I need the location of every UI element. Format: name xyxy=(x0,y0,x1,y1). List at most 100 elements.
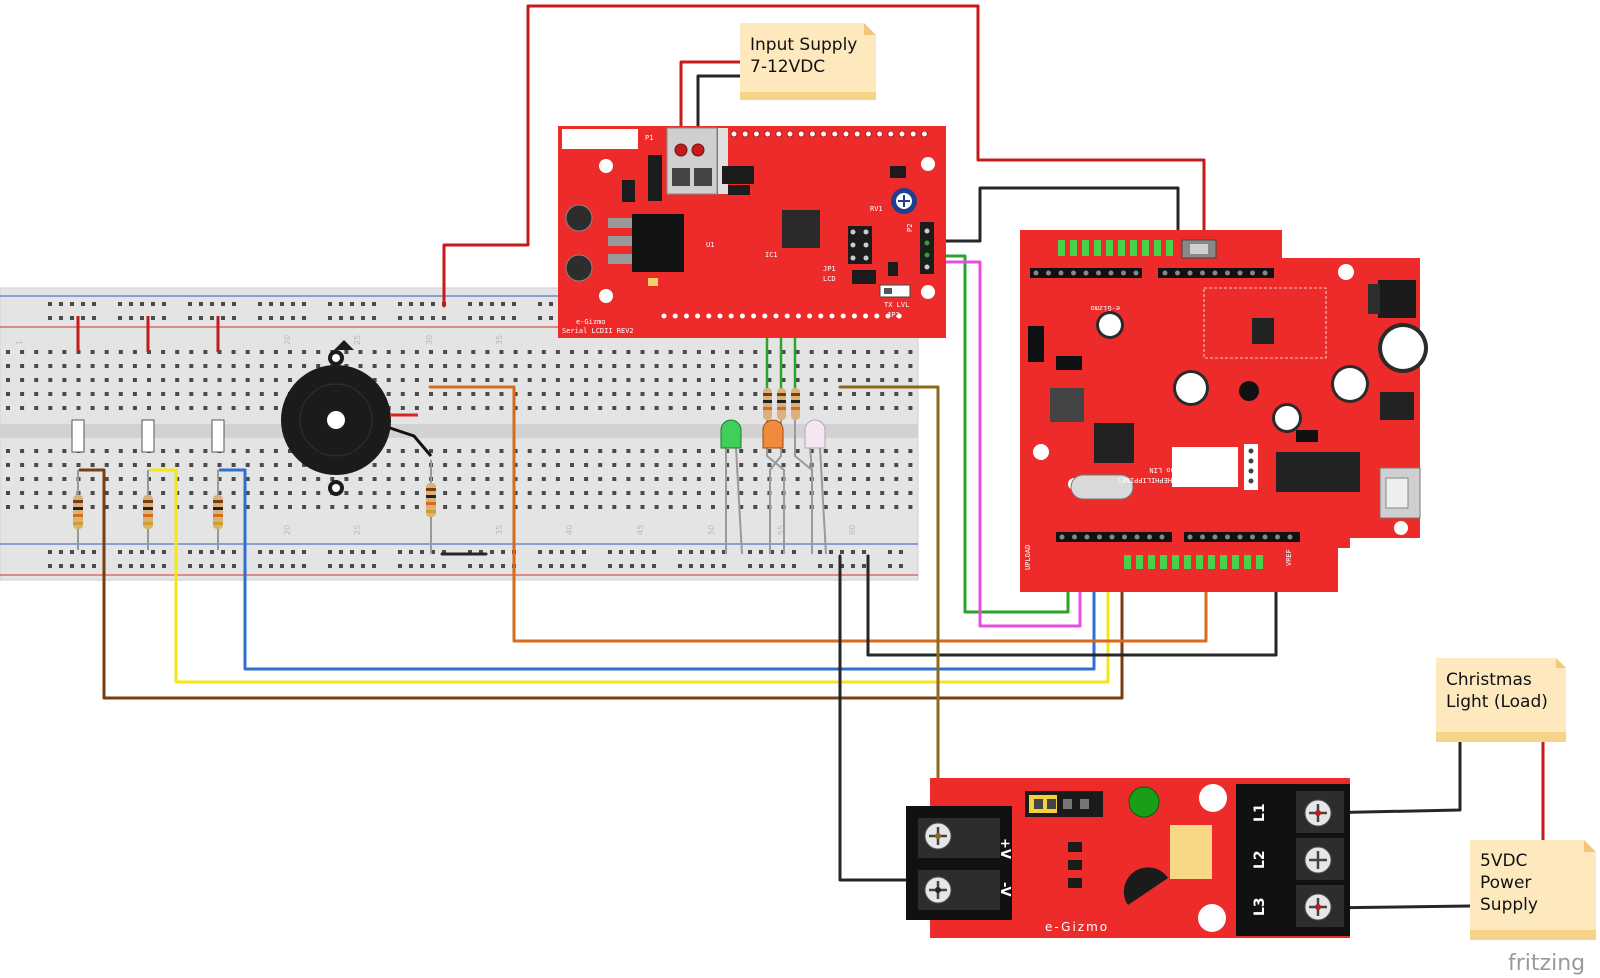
rail-hole xyxy=(501,564,505,568)
breadboard-hole xyxy=(386,463,391,467)
breadboard-hole xyxy=(908,350,913,354)
breadboard-hole xyxy=(696,364,701,368)
breadboard-hole xyxy=(527,449,532,453)
label-ic1: IC1 xyxy=(765,251,778,259)
col-num: 20 xyxy=(283,335,292,345)
wire-magenta-rx xyxy=(928,260,1082,628)
breadboard-hole xyxy=(598,463,603,467)
header-pin xyxy=(741,130,749,138)
breadboard-hole xyxy=(457,463,462,467)
rail-hole xyxy=(302,550,306,554)
breadboard-hole xyxy=(499,350,504,354)
breadboard-hole xyxy=(584,350,589,354)
breadboard-hole xyxy=(584,406,589,410)
breadboard-hole xyxy=(147,392,151,396)
breadboard-hole xyxy=(682,491,687,495)
breadboard-hole xyxy=(259,477,264,481)
breadboard-hole xyxy=(555,477,560,481)
breadboard-hole xyxy=(414,406,419,410)
breadboard-hole xyxy=(570,406,574,410)
breadboard-hole xyxy=(682,477,687,481)
rail-hole xyxy=(372,302,376,306)
header-pin xyxy=(764,130,772,138)
breadboard-hole xyxy=(76,364,81,368)
rail-hole xyxy=(851,564,855,568)
rail-hole xyxy=(269,550,273,554)
rail-hole xyxy=(92,302,96,306)
fritzing-watermark: fritzing xyxy=(1508,951,1585,976)
rail-hole xyxy=(490,302,494,306)
header-pin xyxy=(1147,534,1152,540)
resistor xyxy=(213,470,223,550)
rail-hole xyxy=(199,316,203,320)
breadboard-hole xyxy=(767,364,772,368)
wire-blue-btn3 xyxy=(218,468,1096,671)
rail-hole xyxy=(129,302,133,306)
breadboard-hole xyxy=(132,350,137,354)
rail-hole xyxy=(188,316,192,320)
terminal-l3: L3 xyxy=(1252,897,1268,916)
rail-hole xyxy=(70,564,74,568)
header-pin xyxy=(1237,534,1243,540)
breadboard-hole xyxy=(711,364,715,368)
breadboard-hole xyxy=(273,491,278,495)
breadboard-hole xyxy=(640,392,645,396)
breadboard-hole xyxy=(48,350,53,354)
rail-hole xyxy=(501,316,505,320)
breadboard-hole xyxy=(499,491,504,495)
breadboard-hole xyxy=(541,350,546,354)
breadboard-hole xyxy=(682,378,687,382)
rail-hole xyxy=(678,564,682,568)
breadboard-hole xyxy=(654,406,659,410)
breadboard-hole xyxy=(894,477,899,481)
breadboard-hole xyxy=(485,463,490,467)
rail-hole xyxy=(92,316,96,320)
rail-hole xyxy=(232,564,236,568)
breadboard-hole xyxy=(598,364,603,368)
rail-hole xyxy=(549,564,553,568)
breadboard-hole xyxy=(485,449,490,453)
led-white xyxy=(804,419,826,449)
breadboard-hole xyxy=(696,378,701,382)
breadboard-hole xyxy=(118,477,123,481)
rail-hole xyxy=(888,550,892,554)
breadboard-hole xyxy=(725,491,730,495)
breadboard-hole xyxy=(6,505,10,509)
breadboard-hole xyxy=(626,477,631,481)
header-pin xyxy=(1059,534,1065,540)
header-pin xyxy=(1084,534,1090,540)
header-pin xyxy=(1287,534,1293,540)
rail-hole xyxy=(431,550,435,554)
breadboard-hole xyxy=(231,477,236,481)
breadboard-hole xyxy=(443,463,448,467)
rail-hole xyxy=(118,316,122,320)
breadboard-hole xyxy=(457,406,462,410)
col-num: 1 xyxy=(15,340,24,345)
header-pin xyxy=(1250,270,1255,276)
breadboard-hole xyxy=(485,505,490,509)
breadboard-hole xyxy=(245,392,250,396)
rail-hole xyxy=(582,550,586,554)
breadboard-hole xyxy=(711,350,715,354)
breadboard-hole xyxy=(288,505,292,509)
breadboard-hole xyxy=(400,364,405,368)
breadboard-hole xyxy=(358,350,363,354)
breadboard-hole xyxy=(570,505,574,509)
breadboard-hole xyxy=(189,378,194,382)
header-pin xyxy=(1237,270,1243,276)
header-pin xyxy=(1212,270,1218,276)
breadboard-hole xyxy=(6,392,10,396)
rail-hole xyxy=(210,550,214,554)
rail-hole xyxy=(328,316,332,320)
rail-hole xyxy=(442,316,446,320)
gizduino-made-in: MADE IN THEPHILIPPINES xyxy=(1117,476,1210,484)
breadboard-hole xyxy=(245,463,250,467)
breadboard-hole xyxy=(866,364,871,368)
rail-hole xyxy=(501,550,505,554)
relay-board: e-Gizmo +V -V L1 L2 L3 xyxy=(906,778,1350,938)
rail-hole xyxy=(781,564,785,568)
breadboard-hole xyxy=(118,378,123,382)
header-pin xyxy=(863,313,869,319)
breadboard-hole xyxy=(400,392,405,396)
breadboard-hole xyxy=(837,392,842,396)
